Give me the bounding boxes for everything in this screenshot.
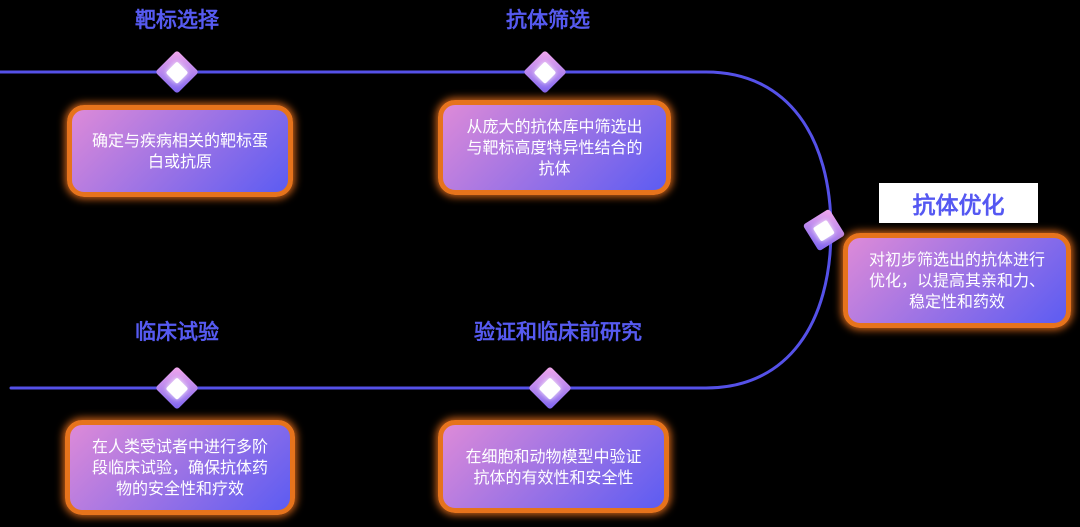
diamond-core: [165, 60, 189, 84]
stage-title-antibody-optimization: 抗体优化: [912, 193, 1005, 219]
description-card-antibody-optimization: 对初步筛选出的抗体进行 优化，以提高其亲和力、 稳定性和药效: [843, 233, 1071, 328]
stage-title-antibody-screening: 抗体筛选: [506, 8, 590, 32]
diamond-core: [812, 218, 836, 242]
diamond-core: [165, 376, 189, 400]
stage-title-box-antibody-optimization: 抗体优化: [879, 183, 1038, 223]
description-card-clinical-trials: 在人类受试者中进行多阶 段临床试验，确保抗体药 物的安全性和疗效: [65, 420, 295, 515]
card-text: 确定与疾病相关的靶标蛋 白或抗原: [91, 131, 268, 171]
stage-title-validation-preclinical: 验证和临床前研究: [474, 320, 642, 344]
stage-title-target-selection: 靶标选择: [135, 8, 219, 32]
description-card-target-selection: 确定与疾病相关的靶标蛋 白或抗原: [67, 105, 293, 197]
card-text: 在细胞和动物模型中验证 抗体的有效性和安全性: [465, 446, 642, 487]
diamond-core: [538, 376, 562, 400]
stage-title-clinical-trials: 临床试验: [135, 320, 219, 344]
card-text: 在人类受试者中进行多阶 段临床试验，确保抗体药 物的安全性和疗效: [91, 437, 268, 498]
card-text: 对初步筛选出的抗体进行 优化，以提高其亲和力、 稳定性和药效: [868, 250, 1045, 311]
description-card-antibody-screening: 从庞大的抗体库中筛选出 与靶标高度特异性结合的 抗体: [438, 100, 671, 195]
card-text: 从庞大的抗体库中筛选出 与靶标高度特异性结合的 抗体: [466, 117, 643, 178]
description-card-validation-preclinical: 在细胞和动物模型中验证 抗体的有效性和安全性: [438, 420, 669, 513]
diamond-core: [533, 60, 557, 84]
